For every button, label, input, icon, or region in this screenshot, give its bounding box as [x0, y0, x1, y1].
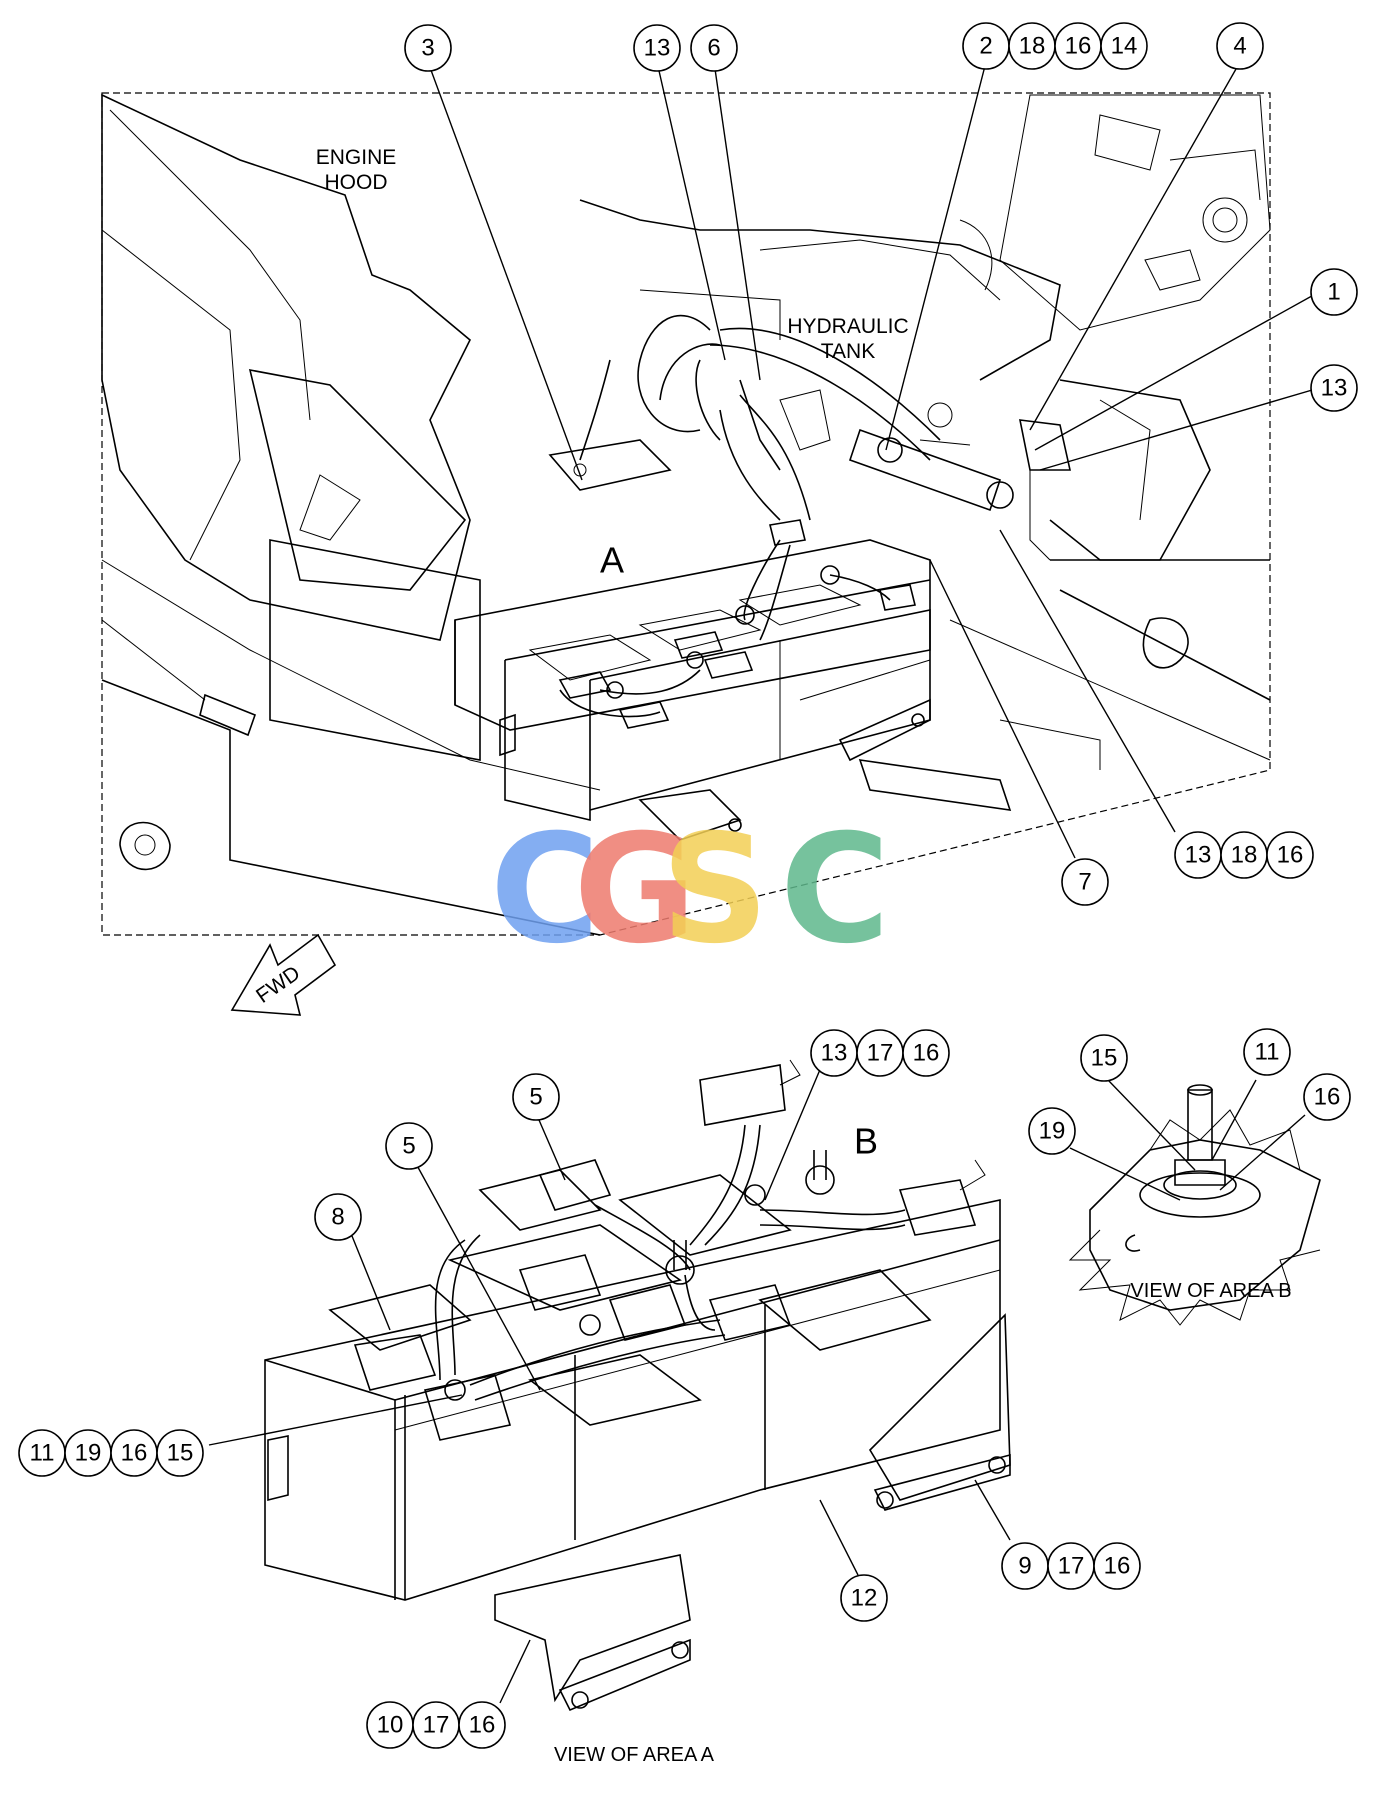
callout-number: 11: [1255, 1039, 1280, 1066]
callout-balloon: [1093, 1542, 1141, 1590]
callout-13-18-16: 13 18 16: [1174, 831, 1314, 879]
callout-number: 3: [421, 35, 434, 62]
callout-number: 11: [30, 1440, 55, 1467]
callout-number: 17: [1058, 1553, 1085, 1580]
callout-13-17-16: 13 17 16: [810, 1029, 950, 1077]
callout-number: 9: [1018, 1553, 1031, 1580]
callout-13-right: 13: [1310, 364, 1358, 412]
callout-number: 13: [1321, 375, 1348, 402]
callout-number: 17: [423, 1712, 450, 1739]
watermark-letter: G: [573, 803, 696, 977]
callout-number: 16: [1314, 1084, 1341, 1111]
callout-19-b: 19: [1028, 1107, 1076, 1155]
callout-balloon: [156, 1429, 204, 1477]
callout-number: 4: [1233, 33, 1246, 60]
callout-balloon: [902, 1029, 950, 1077]
engine-hood-label-line1: ENGINE: [316, 146, 397, 169]
area-a-detail-drawing: [264, 1059, 1011, 1712]
view-of-area-a-caption: VIEW OF AREA A: [554, 1744, 715, 1766]
callout-number: 18: [1019, 33, 1046, 60]
callout-balloon: [314, 1193, 362, 1241]
callout-number: 13: [644, 35, 671, 62]
callout-12: 12: [840, 1574, 888, 1622]
callout-number: 14: [1111, 33, 1138, 60]
callout-balloon: [385, 1122, 433, 1170]
callout-1: 1: [1310, 268, 1358, 316]
callout-13-top: 13: [633, 24, 681, 72]
callout-number: 17: [867, 1040, 894, 1067]
callout-number: 16: [469, 1712, 496, 1739]
engine-hood-label-line2: HOOD: [325, 171, 388, 194]
callout-5-a: 5: [512, 1073, 560, 1121]
callout-balloon: [404, 24, 452, 72]
fwd-arrow-icon: FWD: [230, 933, 337, 1016]
callout-number: 16: [913, 1040, 940, 1067]
callout-number: 8: [331, 1204, 344, 1231]
callout-11-b: 11: [1243, 1028, 1291, 1076]
hydraulic-tank-label-line1: HYDRAULIC: [787, 315, 908, 338]
callout-number: 1: [1327, 279, 1340, 306]
callout-8: 8: [314, 1193, 362, 1241]
hydraulic-tank-label-line2: TANK: [821, 340, 875, 363]
callout-balloon: [1303, 1073, 1351, 1121]
area-a-label: A: [600, 540, 624, 581]
callout-balloon: [1100, 22, 1148, 70]
callout-number: 10: [377, 1712, 404, 1739]
callout-number: 18: [1231, 842, 1258, 869]
callout-4: 4: [1216, 22, 1264, 70]
watermark-letter: C: [490, 803, 600, 977]
area-b-detail-drawing: [1068, 1084, 1321, 1326]
callout-5-b: 5: [385, 1122, 433, 1170]
callout-balloon: [1310, 268, 1358, 316]
callout-2-18-16-14: 2 18 16 14: [962, 22, 1148, 70]
callout-balloon: [512, 1073, 560, 1121]
callout-balloon: [840, 1574, 888, 1622]
callout-number: 16: [121, 1440, 148, 1467]
callout-number: 13: [821, 1040, 848, 1067]
callout-number: 12: [851, 1585, 878, 1612]
callout-number: 15: [167, 1440, 194, 1467]
callout-balloon: [1243, 1028, 1291, 1076]
callout-number: 16: [1277, 842, 1304, 869]
callout-balloon: [1080, 1034, 1128, 1082]
callout-number: 15: [1091, 1045, 1118, 1072]
callout-number: 16: [1104, 1553, 1131, 1580]
callout-balloon: [1216, 22, 1264, 70]
callout-15-b: 15: [1080, 1034, 1128, 1082]
callout-number: 6: [707, 35, 720, 62]
callout-balloon: [1028, 1107, 1076, 1155]
callout-9-17-16: 9 17 16: [1001, 1542, 1141, 1590]
callout-number: 13: [1185, 842, 1212, 869]
leader-lines: [208, 61, 1320, 1704]
area-b-label: B: [854, 1121, 878, 1162]
callout-11-19-16-15: 11 19 16 15: [18, 1429, 204, 1477]
watermark-letter: S: [661, 803, 769, 977]
callout-balloon: [458, 1701, 506, 1749]
machine-overview-drawing: [101, 92, 1271, 936]
callout-balloon: [1061, 858, 1109, 906]
callout-balloon: [690, 24, 738, 72]
watermark-letter: C: [780, 803, 890, 977]
callout-number: 7: [1078, 869, 1091, 896]
callout-balloon: [1266, 831, 1314, 879]
callout-16-b: 16: [1303, 1073, 1351, 1121]
callout-balloon: [1310, 364, 1358, 412]
view-of-area-b-caption: VIEW OF AREA B: [1130, 1280, 1291, 1302]
callout-number: 5: [529, 1084, 542, 1111]
callout-number: 5: [402, 1133, 415, 1160]
callout-6: 6: [690, 24, 738, 72]
callout-balloon: [633, 24, 681, 72]
callout-number: 2: [979, 33, 992, 60]
callout-3: 3: [404, 24, 452, 72]
callout-10-17-16: 10 17 16: [366, 1701, 506, 1749]
callout-number: 16: [1065, 33, 1092, 60]
callout-number: 19: [1039, 1118, 1066, 1145]
callout-number: 19: [75, 1440, 102, 1467]
callout-7: 7: [1061, 858, 1109, 906]
